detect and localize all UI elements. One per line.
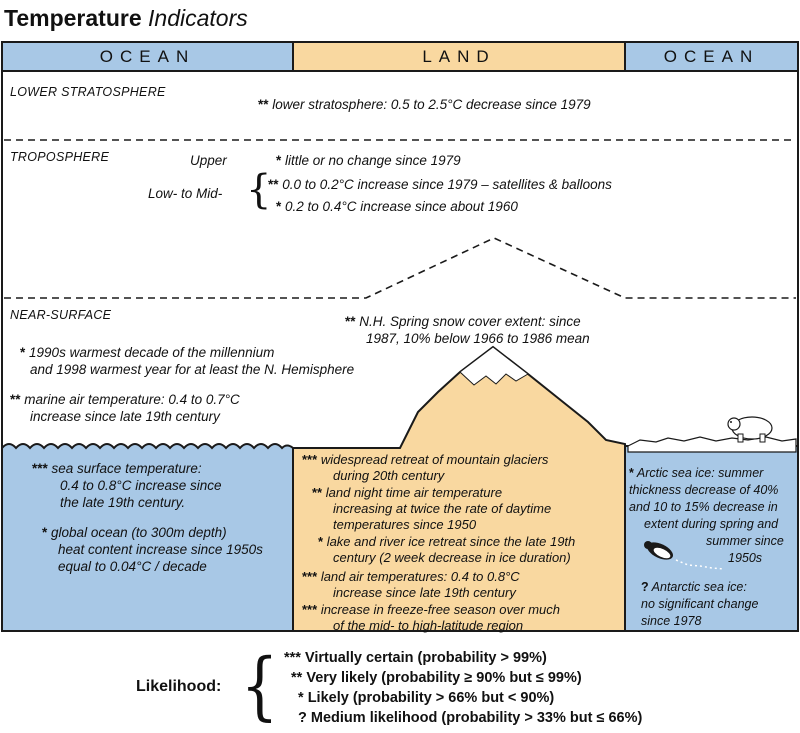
zone-near-surface: NEAR-SURFACE — [10, 308, 112, 322]
snow-cover-indicator-line2: 1987, 10% below 1966 to 1986 mean — [366, 331, 590, 346]
troposphere-lowmid-label: Low- to Mid- — [148, 186, 223, 201]
sea-ice — [627, 436, 797, 453]
zone-troposphere: TROPOSPHERE — [10, 150, 110, 164]
legend-item-likely: * Likely (probability > 66% but < 90%) — [298, 690, 555, 706]
antarctic-ice-indicator-line3: since 1978 — [641, 614, 702, 628]
freeze-free-indicator-line1: *** increase in freeze-free season over … — [302, 602, 560, 617]
freeze-free-indicator-line2: of the mid- to high-latitude region — [333, 618, 524, 633]
lake-ice-indicator-line1: * lake and river ice retreat since the l… — [318, 534, 576, 549]
night-temp-indicator-line3: temperatures since 1950 — [333, 517, 477, 532]
warm-decade-indicator-line1: * 1990s warmest decade of the millennium — [20, 345, 275, 360]
land-air-indicator-line1: *** land air temperatures: 0.4 to 0.8°C — [302, 569, 520, 584]
legend-brace: { — [240, 643, 279, 729]
legend-item-very-likely: ** Very likely (probability ≥ 90% but ≤ … — [291, 670, 582, 686]
troposphere-upper-indicator: * little or no change since 1979 — [276, 153, 461, 168]
header-ocean-left: OCEAN — [99, 47, 196, 66]
stratosphere-indicator: ** lower stratosphere: 0.5 to 2.5°C decr… — [258, 97, 591, 112]
sst-indicator-line3: the late 19th century. — [60, 495, 186, 510]
title-italic: Indicators — [148, 5, 248, 31]
legend-label: Likelihood: — [136, 678, 222, 695]
header-ocean-right-band — [625, 42, 798, 71]
lake-ice-indicator-line2: century (2 week decrease in ice duration… — [333, 550, 571, 565]
sst-indicator-line2: 0.4 to 0.8°C increase since — [60, 478, 222, 493]
polar-bear-icon — [727, 416, 773, 443]
snow-cover-indicator-line1: ** N.H. Spring snow cover extent: since — [345, 314, 581, 329]
header-ocean-left-band — [2, 42, 293, 71]
snow-cap — [459, 346, 529, 386]
header-land: LAND — [422, 47, 496, 66]
diagram-frame — [1, 41, 799, 632]
antarctic-ice-indicator-line1: ? Antarctic sea ice: — [641, 580, 747, 594]
glacier-indicator-line1: *** widespread retreat of mountain glaci… — [302, 452, 549, 467]
arctic-ice-indicator-line3: and 10 to 15% decrease in — [629, 500, 778, 514]
header-land-band — [293, 42, 625, 71]
troposphere-upper-label: Upper — [190, 153, 227, 168]
title-bold: Temperature — [4, 5, 142, 31]
arctic-ice-indicator-line2: thickness decrease of 40% — [629, 483, 779, 497]
troposphere-lowmid-indicator-2: * 0.2 to 0.4°C increase since about 1960 — [276, 199, 518, 214]
sst-indicator-line1: *** sea surface temperature: — [32, 461, 202, 476]
troposphere-lowmid-indicator-1: ** 0.0 to 0.2°C increase since 1979 – sa… — [268, 177, 612, 192]
penguin-icon — [644, 541, 674, 560]
arctic-ice-indicator-line1: * Arctic sea ice: summer — [629, 466, 764, 480]
antarctic-ice-indicator-line2: no significant change — [641, 597, 759, 611]
header-ocean-right: OCEAN — [663, 47, 760, 66]
arctic-ice-indicator-line6: 1950s — [728, 551, 763, 565]
land-air-indicator-line2: increase since late 19th century — [333, 585, 516, 600]
ocean-heat-indicator-line1: * global ocean (to 300m depth) — [42, 525, 227, 540]
marine-air-indicator-line2: increase since late 19th century — [30, 409, 220, 424]
legend-item-medium-likelihood: ? Medium likelihood (probability > 33% b… — [298, 710, 643, 726]
glacier-indicator-line2: during 20th century — [333, 468, 445, 483]
tropopause-boundary — [4, 237, 796, 299]
lowmid-brace: { — [246, 167, 272, 213]
ocean-heat-indicator-line3: equal to 0.04°C / decade — [58, 559, 207, 574]
warm-decade-indicator-line2: and 1998 warmest year for at least the N… — [30, 362, 355, 377]
arctic-ice-indicator-line5: summer since — [706, 534, 784, 548]
night-temp-indicator-line2: increasing at twice the rate of daytime — [333, 501, 552, 516]
arctic-ice-indicator-line4: extent during spring and — [644, 517, 779, 531]
legend-item-virtually-certain: *** Virtually certain (probability > 99%… — [284, 650, 547, 666]
ocean-heat-indicator-line2: heat content increase since 1950s — [58, 542, 263, 557]
page-title: Temperature Indicators — [4, 4, 248, 32]
ocean-left-water — [0, 443, 294, 632]
night-temp-indicator-line1: ** land night time air temperature — [312, 485, 503, 500]
zone-lower-stratosphere: LOWER STRATOSPHERE — [10, 85, 166, 99]
marine-air-indicator-line1: ** marine air temperature: 0.4 to 0.7°C — [10, 392, 240, 407]
